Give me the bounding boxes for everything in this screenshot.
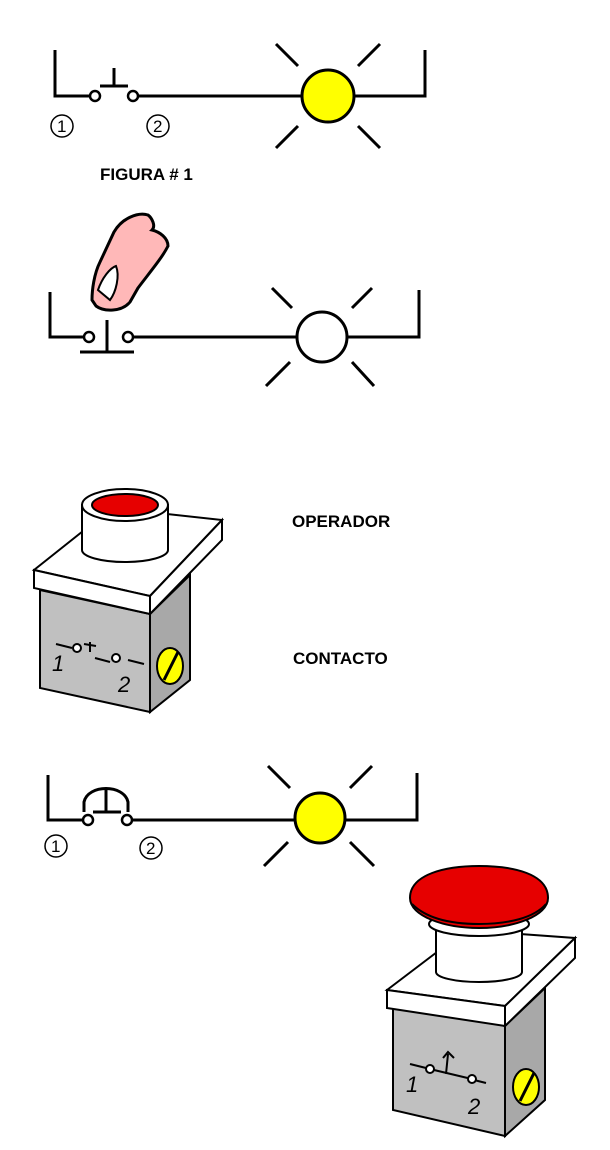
terminal-1-marker-3 (44, 834, 68, 858)
operator-red-button (91, 493, 159, 517)
circuit-1-lamp-rays (274, 42, 382, 150)
contact-label: CONTACTO (293, 649, 388, 668)
circuit-2-pushbutton-pressed (80, 320, 134, 354)
circuit-2-lamp-off (295, 310, 349, 364)
circuit-3-wire-left (46, 775, 83, 822)
circuit-1-wire-left (53, 50, 90, 98)
contact-symbol-terminal-a (72, 643, 82, 653)
contact-symbol-nc (409, 1050, 487, 1084)
mushroom-head-rim (411, 903, 547, 926)
mushroom-plate-side (504, 935, 576, 1029)
contact-block-num-2: 2 (117, 672, 130, 697)
screw-slot (162, 651, 180, 681)
terminal-1-marker (50, 114, 74, 138)
circuit-2-wire-left (48, 292, 84, 339)
circuit-3-wire-right (345, 773, 419, 822)
circuit-1-wire-right (354, 50, 427, 98)
circuit-3-pushbutton-nc (82, 787, 130, 814)
circuit-3-contact-right (120, 813, 134, 827)
terminal-2-label-3: 2 (146, 839, 155, 858)
contact-symbol-terminal-b (111, 653, 121, 663)
circuit-3-contact-left (81, 813, 95, 827)
terminal-2-label: 2 (153, 117, 162, 136)
contact-symbol-no (55, 642, 145, 665)
mushroom-red-head (408, 864, 550, 930)
pushbutton-mushroom-illustration (384, 864, 578, 1139)
mushroom-block-num-1: 1 (406, 1072, 418, 1097)
circuit-2-lamp-rays (264, 286, 376, 388)
figure-label: FIGURA # 1 (100, 165, 193, 184)
circuit-1-contact-left (88, 89, 102, 103)
circuit-2-contact-right (121, 330, 135, 344)
circuit-2-wire-right (347, 290, 421, 339)
circuit-3-lamp-rays (262, 764, 376, 868)
mushroom-collar (435, 924, 523, 983)
finger-nail (96, 264, 119, 302)
terminal-2-marker-3 (139, 836, 163, 860)
circuit-3-lamp-on (293, 791, 347, 845)
contact-block-num-1: 1 (52, 651, 64, 676)
contact-symbol-nc-terminal-b (467, 1074, 477, 1084)
terminal-1-label: 1 (57, 117, 66, 136)
circuit-1-pushbutton (100, 68, 128, 88)
operator-plate-side (149, 517, 223, 617)
circuit-3 (46, 764, 419, 868)
circuit-1-lamp-on (300, 68, 356, 124)
contact-symbol-nc-terminal-a (425, 1064, 435, 1074)
finger-icon (90, 212, 170, 312)
terminal-2-marker (146, 114, 170, 138)
mushroom-screw-slot (518, 1072, 536, 1102)
terminal-1-label-3: 1 (51, 837, 60, 856)
pushbutton-flush-illustration (31, 488, 225, 715)
mushroom-block-num-2: 2 (467, 1094, 480, 1119)
circuit-2 (48, 286, 421, 388)
circuit-1 (53, 42, 427, 150)
circuit-2-contact-left (82, 330, 96, 344)
operator-label: OPERADOR (292, 512, 390, 531)
circuit-1-contact-right (126, 89, 140, 103)
